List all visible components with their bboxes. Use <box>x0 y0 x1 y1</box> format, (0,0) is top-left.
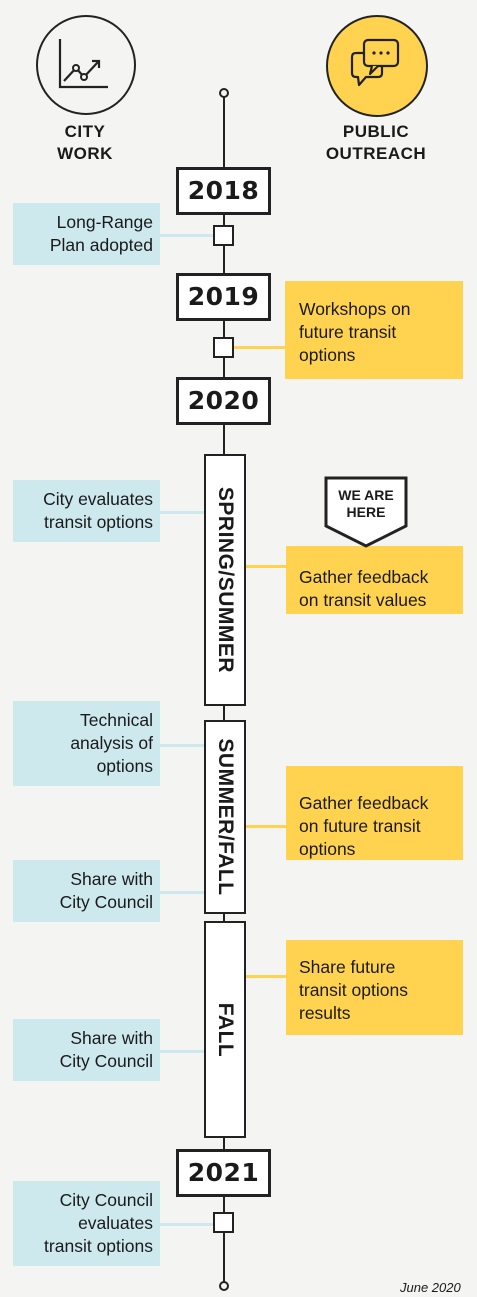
period-fall: FALL <box>204 921 246 1138</box>
line: transit options <box>299 980 408 1000</box>
city-work-item: Share with City Council <box>13 860 160 922</box>
line: Plan adopted <box>49 235 153 255</box>
line: transit options <box>44 1236 153 1256</box>
timeline-start-node <box>219 88 229 98</box>
outreach-item: Gather feedback on transit values <box>286 546 463 614</box>
line: transit options <box>44 512 153 532</box>
outreach-item: Gather feedback on future transit option… <box>286 766 463 860</box>
we-are-here-badge <box>324 476 408 548</box>
footer-date: June 2020 <box>400 1280 461 1295</box>
city-work-header-line1: CITY <box>64 122 106 141</box>
connector <box>233 346 285 349</box>
year-box-2021: 2021 <box>176 1149 271 1197</box>
line: Workshops on <box>299 299 411 319</box>
line: on future transit <box>299 816 421 836</box>
line: HERE <box>346 504 386 520</box>
outreach-item: Workshops on future transit options <box>285 281 463 379</box>
line: evaluates <box>78 1213 153 1233</box>
line: on transit values <box>299 590 427 610</box>
public-outreach-header: PUBLIC OUTREACH <box>316 121 436 165</box>
city-work-header-line2: WORK <box>57 144 113 163</box>
city-work-item: Long-Range Plan adopted <box>13 203 160 265</box>
connector <box>160 234 215 237</box>
period-label: FALL <box>214 1002 237 1057</box>
period-spring-summer: SPRING/SUMMER <box>204 454 246 706</box>
city-work-header: CITY WORK <box>45 121 125 165</box>
line: Gather feedback <box>299 793 429 813</box>
line-chart-icon <box>58 39 108 89</box>
connector <box>246 565 286 568</box>
city-work-item: City evaluates transit options <box>13 480 160 542</box>
period-label: SUMMER/FALL <box>214 738 237 896</box>
line: Share with <box>70 1028 153 1048</box>
city-work-item: Technical analysis of options <box>13 701 160 786</box>
year-box-2018: 2018 <box>176 167 271 215</box>
connector <box>160 511 204 514</box>
public-outreach-icon-circle <box>326 15 428 117</box>
connector <box>246 825 286 828</box>
we-are-here-label: WE ARE HERE <box>324 487 408 521</box>
city-work-item: City Council evaluates transit options <box>13 1181 160 1266</box>
line: City Council <box>59 892 153 912</box>
timeline-end-node <box>219 1281 229 1291</box>
connector <box>246 975 286 978</box>
line: options <box>96 756 153 776</box>
line: Share with <box>70 869 153 889</box>
line: Gather feedback <box>299 567 429 587</box>
connector <box>160 744 204 747</box>
city-work-icon-circle <box>36 15 136 115</box>
public-outreach-header-line2: OUTREACH <box>325 144 427 163</box>
year-box-2019: 2019 <box>176 273 271 321</box>
connector <box>160 1050 204 1053</box>
period-summer-fall: SUMMER/FALL <box>204 720 246 914</box>
line: WE ARE <box>338 487 394 503</box>
line: options <box>299 345 356 365</box>
connector <box>160 891 204 894</box>
speech-bubbles-icon <box>350 38 400 87</box>
outreach-item: Share future transit options results <box>286 940 463 1035</box>
milestone-node <box>213 1212 234 1233</box>
city-work-item: Share with City Council <box>13 1019 160 1081</box>
year-box-2020: 2020 <box>176 377 271 425</box>
line: results <box>299 1003 351 1023</box>
public-outreach-header-line1: PUBLIC <box>342 122 410 141</box>
line: future transit <box>299 322 397 342</box>
line: City Council <box>59 1051 153 1071</box>
line: Share future <box>299 957 396 977</box>
line: City evaluates <box>43 489 153 509</box>
line: analysis of <box>70 733 153 753</box>
line: Long-Range <box>56 212 153 232</box>
milestone-node <box>213 225 234 246</box>
line: City Council <box>59 1190 153 1210</box>
connector <box>160 1223 215 1226</box>
period-label: SPRING/SUMMER <box>214 486 237 674</box>
line: options <box>299 839 356 859</box>
line: Technical <box>80 710 153 730</box>
milestone-node <box>213 337 234 358</box>
